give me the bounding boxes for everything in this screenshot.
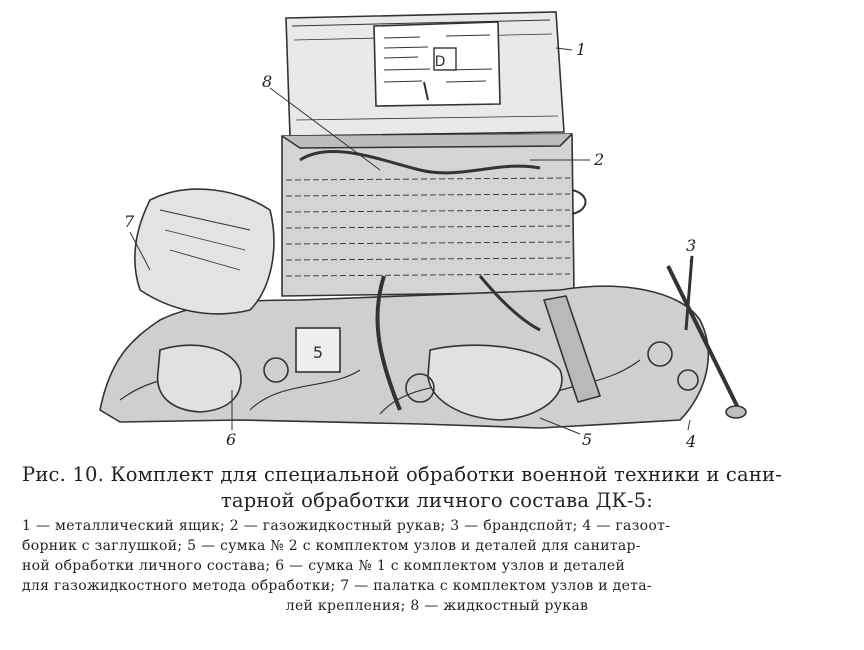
metal-box (281, 133, 587, 297)
legend-line: борник с заглушкой; 5 — сумка № 2 с комп… (22, 538, 641, 554)
legend-line: лей крепления; 8 — жидкостный рукав (285, 598, 589, 614)
legend-line: ной обработки личного состава; 6 — сумка… (22, 558, 626, 574)
legend-line: для газожидкостного метода обработки; 7 … (22, 578, 652, 594)
sheet-mark: D (435, 54, 446, 70)
callout-1: 1 (576, 40, 587, 59)
callout-4: 4 (686, 432, 697, 451)
leader-lines (129, 47, 693, 435)
instruction-sheet (373, 21, 501, 107)
caption-line-2: тарной обработки личного состава ДК-5: (220, 489, 654, 512)
equipment-illustration: D 5 (99, 11, 747, 435)
figure-legend: 1 — металлический ящик; 2 — газожидкостн… (22, 516, 852, 616)
liquid-hose (299, 149, 541, 175)
legend-line: 1 — металлический ящик; 2 — газожидкостн… (22, 518, 671, 534)
callout-8: 8 (262, 72, 273, 91)
caption-line-1: Рис. 10. Комплект для специальной обрабо… (22, 463, 783, 486)
equipment-pile: 5 (99, 188, 710, 429)
callout-6: 6 (226, 430, 237, 449)
callout-2: 2 (594, 150, 605, 169)
bag-mark: 5 (313, 343, 323, 362)
figure-caption-title: Рис. 10. Комплект для специальной обрабо… (22, 462, 852, 514)
callout-5: 5 (582, 430, 593, 449)
callout-7: 7 (124, 212, 135, 231)
nozzle (666, 265, 744, 417)
callout-3: 3 (686, 236, 697, 255)
